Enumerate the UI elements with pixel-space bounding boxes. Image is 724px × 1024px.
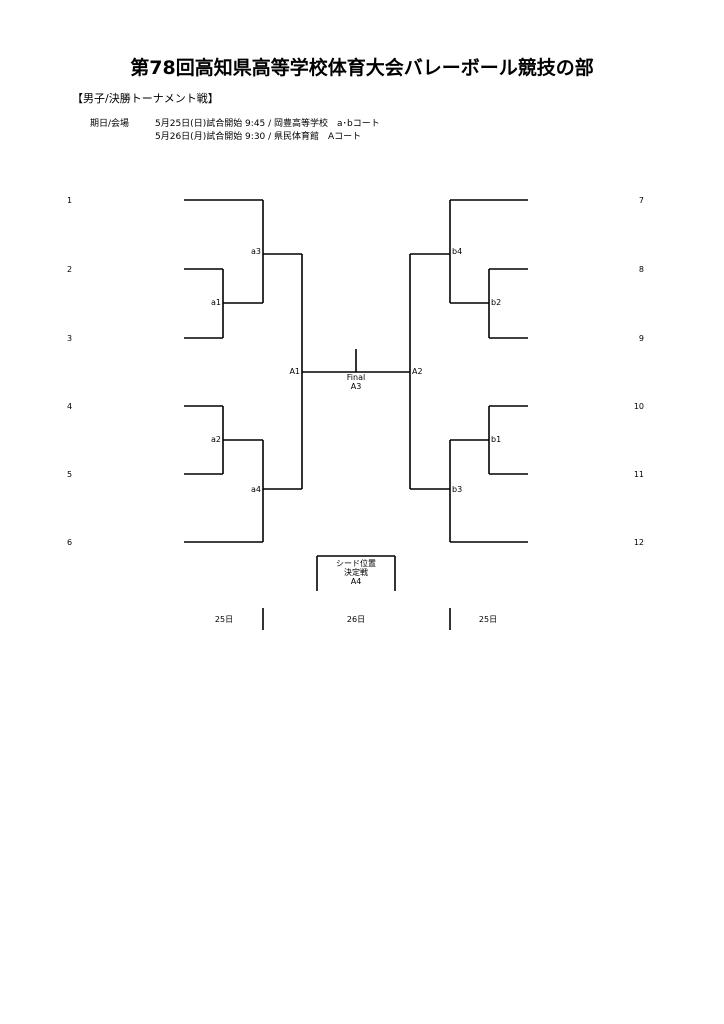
seed-decision-code: A4 [351, 577, 362, 586]
right-seed-number: 9 [639, 334, 644, 343]
day-label-left: 25日 [215, 615, 233, 624]
document-subtitle: 【男子/決勝トーナメント戦】 [72, 92, 219, 105]
bracket-lines [184, 199, 528, 630]
right-seed-number: 7 [639, 196, 644, 205]
final-label: Final [347, 373, 365, 382]
left-seed-number: 4 [67, 402, 72, 411]
match-label-b1: b1 [491, 435, 501, 444]
final-code: A3 [351, 382, 362, 391]
day-label-center: 26日 [347, 615, 365, 624]
left-seed-number: 6 [67, 538, 72, 547]
match-label-a1: a1 [211, 298, 221, 307]
schedule-line-1: 5月25日(日)試合開始 9:45 / 岡豊高等学校 a･bコート [155, 119, 380, 129]
match-label-A1: A1 [289, 367, 300, 376]
right-seed-number: 10 [634, 402, 644, 411]
left-seed-number: 3 [67, 334, 72, 343]
match-label-b2: b2 [491, 298, 501, 307]
schedule-line-2: 5月26日(月)試合開始 9:30 / 県民体育館 Aコート [155, 132, 362, 142]
right-seed-number: 12 [634, 538, 644, 547]
day-label-right: 25日 [479, 615, 497, 624]
match-label-A2: A2 [412, 367, 423, 376]
seed-decision-line-2: 決定戦 [344, 567, 368, 577]
left-seed-number: 5 [67, 470, 72, 479]
right-seed-number: 11 [634, 470, 644, 479]
right-seed-number: 8 [639, 265, 644, 274]
match-label-b3: b3 [452, 485, 462, 494]
match-label-b4: b4 [452, 247, 462, 256]
match-label-a2: a2 [211, 435, 221, 444]
left-seed-number: 1 [67, 196, 72, 205]
document-title: 第78回高知県高等学校体育大会バレーボール競技の部 [130, 57, 594, 79]
match-label-a3: a3 [251, 247, 261, 256]
schedule-label: 期日/会場 [90, 119, 130, 129]
match-label-a4: a4 [251, 485, 261, 494]
seed-decision-line-1: シード位置 [336, 558, 376, 568]
left-seed-number: 2 [67, 265, 72, 274]
